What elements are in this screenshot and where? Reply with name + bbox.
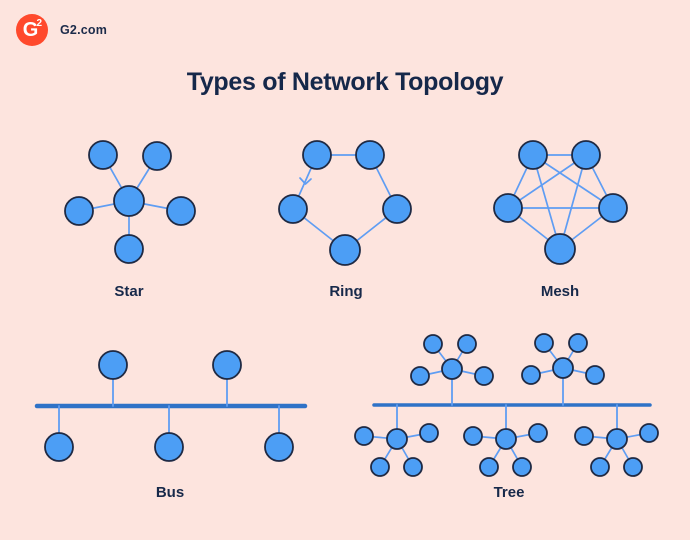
network-node xyxy=(166,196,196,226)
network-node xyxy=(329,234,361,266)
mesh-topology xyxy=(493,140,628,265)
network-node xyxy=(154,432,184,462)
network-node xyxy=(114,234,144,264)
network-node xyxy=(113,185,145,217)
bus-label: Bus xyxy=(155,484,185,501)
network-node xyxy=(355,140,385,170)
network-node xyxy=(534,333,554,353)
star-topology xyxy=(64,140,196,264)
network-node xyxy=(64,196,94,226)
network-node xyxy=(552,357,574,379)
network-node xyxy=(410,366,430,386)
network-node xyxy=(370,457,390,477)
network-node xyxy=(382,194,412,224)
connection-line xyxy=(507,154,587,209)
network-node xyxy=(354,426,374,446)
network-node xyxy=(403,457,423,477)
network-node xyxy=(598,193,628,223)
network-node xyxy=(574,426,594,446)
network-node xyxy=(474,366,494,386)
network-node xyxy=(98,350,128,380)
ring-label: Ring xyxy=(329,283,363,300)
connection-line xyxy=(559,154,587,250)
network-node xyxy=(639,423,659,443)
network-node xyxy=(544,233,576,265)
connection-line xyxy=(532,154,614,209)
network-node xyxy=(493,193,523,223)
network-node xyxy=(386,428,408,450)
network-node xyxy=(212,350,242,380)
tree-label: Tree xyxy=(493,484,525,501)
network-node xyxy=(606,428,628,450)
network-node xyxy=(457,334,477,354)
network-node xyxy=(528,423,548,443)
network-node xyxy=(463,426,483,446)
ring-topology xyxy=(278,140,412,266)
network-node xyxy=(623,457,643,477)
network-node xyxy=(264,432,294,462)
network-node xyxy=(518,140,548,170)
network-node xyxy=(142,141,172,171)
network-node xyxy=(521,365,541,385)
network-node xyxy=(88,140,118,170)
network-node xyxy=(571,140,601,170)
network-node xyxy=(512,457,532,477)
network-node xyxy=(568,333,588,353)
direction-arrow-icon xyxy=(299,177,312,185)
network-node xyxy=(423,334,443,354)
network-node xyxy=(44,432,74,462)
connection-line xyxy=(532,154,561,250)
tree-topology xyxy=(354,333,659,477)
g2-logo-letter: G xyxy=(22,19,39,41)
network-node xyxy=(278,194,308,224)
network-node xyxy=(441,358,463,380)
mesh-label: Mesh xyxy=(540,283,580,300)
network-node xyxy=(585,365,605,385)
network-node xyxy=(479,457,499,477)
network-node xyxy=(495,428,517,450)
g2-logo-superscript: 2 xyxy=(36,18,42,29)
page-title: Types of Network Topology xyxy=(186,68,504,96)
network-node xyxy=(419,423,439,443)
network-node xyxy=(590,457,610,477)
brand-header: G 2 G2.com xyxy=(16,14,107,46)
star-label: Star xyxy=(114,283,144,300)
network-node xyxy=(302,140,332,170)
bus-topology xyxy=(34,350,308,462)
g2-logo-icon: G 2 xyxy=(16,14,48,46)
brand-name: G2.com xyxy=(60,23,108,37)
